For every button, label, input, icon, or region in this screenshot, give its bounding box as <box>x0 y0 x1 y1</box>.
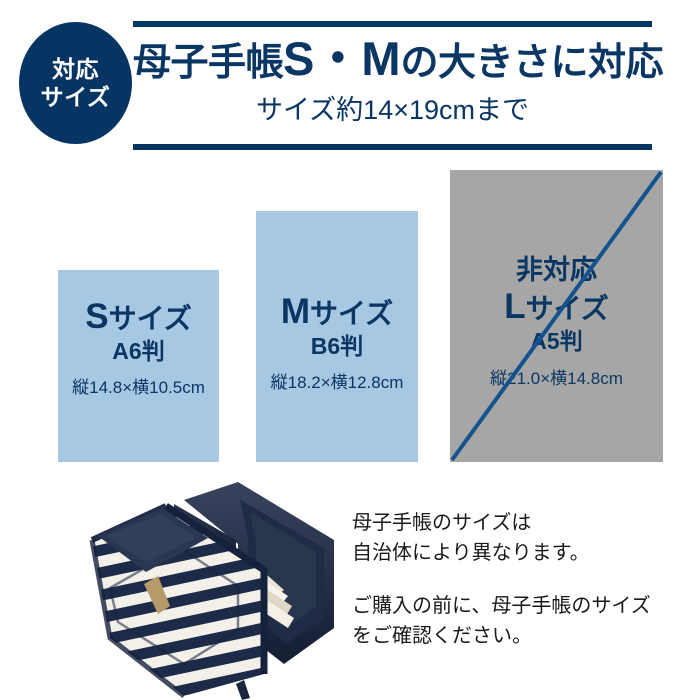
title-separator-dot: ・ <box>314 32 362 85</box>
size-s-letter: S <box>85 297 109 336</box>
size-box-s: Sサイズ A6判 縦14.8×横10.5cm <box>58 270 219 462</box>
page-title: 母子手帳S・Mの大きさに対応 <box>133 30 664 89</box>
size-m-title: Mサイズ <box>281 293 393 331</box>
size-l-suffix: サイズ <box>525 293 609 325</box>
case-zipper <box>164 503 268 674</box>
size-l-paper: A5判 <box>530 328 583 355</box>
header-rule-bottom <box>133 144 652 150</box>
note-2-line-1: ご購入の前に、母子手帳のサイズ <box>352 594 651 617</box>
header-block: 対応 サイズ 母子手帳S・Mの大きさに対応 サイズ約14×19cmまで <box>0 0 700 165</box>
size-m-paper: B6判 <box>310 332 364 359</box>
supported-size-badge: 対応 サイズ <box>19 22 132 144</box>
notes-block: 母子手帳のサイズは 自治体により異なります。 ご購入の前に、母子手帳のサイズ を… <box>352 508 682 652</box>
size-l-dimensions: 縦21.0×横14.8cm <box>490 368 623 388</box>
badge-line-1: 対応 <box>52 55 99 82</box>
case-flap-sheen <box>106 514 196 562</box>
product-photo-maternity-notebook-case <box>89 482 334 700</box>
title-letter-s: S <box>283 32 315 85</box>
title-prefix: 母子手帳 <box>133 42 284 84</box>
note-1-line-2: 自治体により異なります。 <box>352 542 590 565</box>
badge-line-2: サイズ <box>40 84 111 110</box>
notes-spacer <box>352 569 682 591</box>
size-s-paper: A6判 <box>112 337 165 364</box>
size-m-letter: M <box>280 292 310 331</box>
size-l-title: Lサイズ <box>504 288 609 326</box>
size-l-letter: L <box>504 287 526 327</box>
header-rule-top <box>133 21 652 27</box>
size-box-m: Mサイズ B6判 縦18.2×横12.8cm <box>256 211 418 462</box>
note-1-line-1: 母子手帳のサイズは <box>352 512 532 534</box>
case-zipper-pull <box>236 680 250 700</box>
case-left-edge <box>89 539 186 698</box>
page-subtitle: サイズ約14×19cmまで <box>255 95 529 125</box>
note-2-line-2: をご確認ください。 <box>352 625 532 648</box>
size-s-title: Sサイズ <box>85 298 192 336</box>
title-suffix: の大きさに対応 <box>400 42 664 84</box>
size-l-nonsupport-label: 非対応 <box>516 255 597 285</box>
case-leather-tab <box>144 576 170 614</box>
size-s-dimensions: 縦14.8×横10.5cm <box>72 378 205 398</box>
size-m-suffix: サイズ <box>309 298 394 329</box>
size-box-l: 非対応 Lサイズ A5判 縦21.0×横14.8cm <box>450 170 663 462</box>
title-letter-m: M <box>361 32 401 85</box>
size-s-suffix: サイズ <box>108 303 192 334</box>
size-m-dimensions: 縦18.2×横12.8cm <box>270 373 404 393</box>
